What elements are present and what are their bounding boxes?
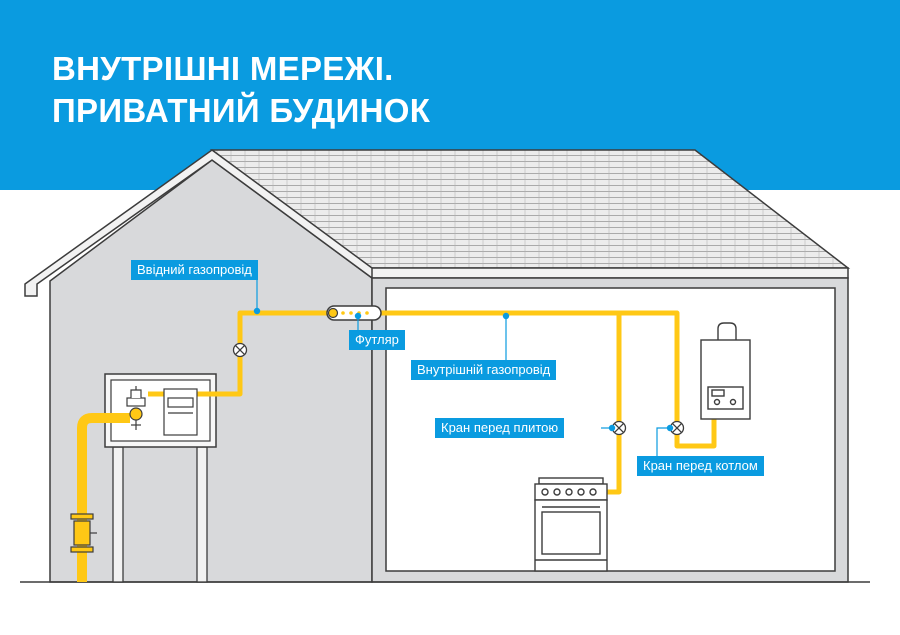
gas-boiler bbox=[700, 322, 751, 420]
riser-valve-body bbox=[73, 520, 91, 546]
boiler-branch-pipe bbox=[674, 418, 717, 449]
riser-flange-bottom bbox=[70, 546, 94, 553]
page-title: ВНУТРІШНІ МЕРЕЖІ. ПРИВАТНИЙ БУДИНОК bbox=[52, 48, 430, 132]
gas-stove bbox=[534, 477, 608, 572]
gas-meter bbox=[148, 388, 198, 436]
label-internal-pipeline: Внутрішній газопровід bbox=[411, 360, 557, 380]
label-leaders bbox=[253, 279, 674, 456]
riser-fittings bbox=[70, 513, 97, 553]
riser-pipe bbox=[77, 413, 130, 582]
inlet-valve-icon bbox=[232, 342, 248, 358]
boiler-valve-icon bbox=[669, 420, 685, 436]
label-inlet-pipeline: Ввідний газопровід bbox=[131, 260, 258, 280]
riser-flange-top bbox=[70, 513, 94, 520]
page-title-line-1: ВНУТРІШНІ МЕРЕЖІ. bbox=[52, 50, 394, 87]
roof-fascia bbox=[369, 267, 849, 279]
label-sleeve: Футляр bbox=[349, 330, 405, 350]
internal-pipe bbox=[378, 310, 680, 428]
gable-eave bbox=[24, 149, 373, 297]
stove-valve-icon bbox=[611, 420, 627, 436]
label-stove-valve: Кран перед плитою bbox=[435, 418, 565, 438]
cabinet-leg-right bbox=[196, 446, 208, 583]
sleeve bbox=[326, 305, 382, 321]
label-boiler-valve: Кран перед котлом bbox=[637, 456, 764, 476]
page-title-line-2: ПРИВАТНИЙ БУДИНОК bbox=[52, 92, 431, 129]
cabinet-leg-left bbox=[112, 446, 124, 583]
gas-regulator bbox=[126, 386, 146, 430]
